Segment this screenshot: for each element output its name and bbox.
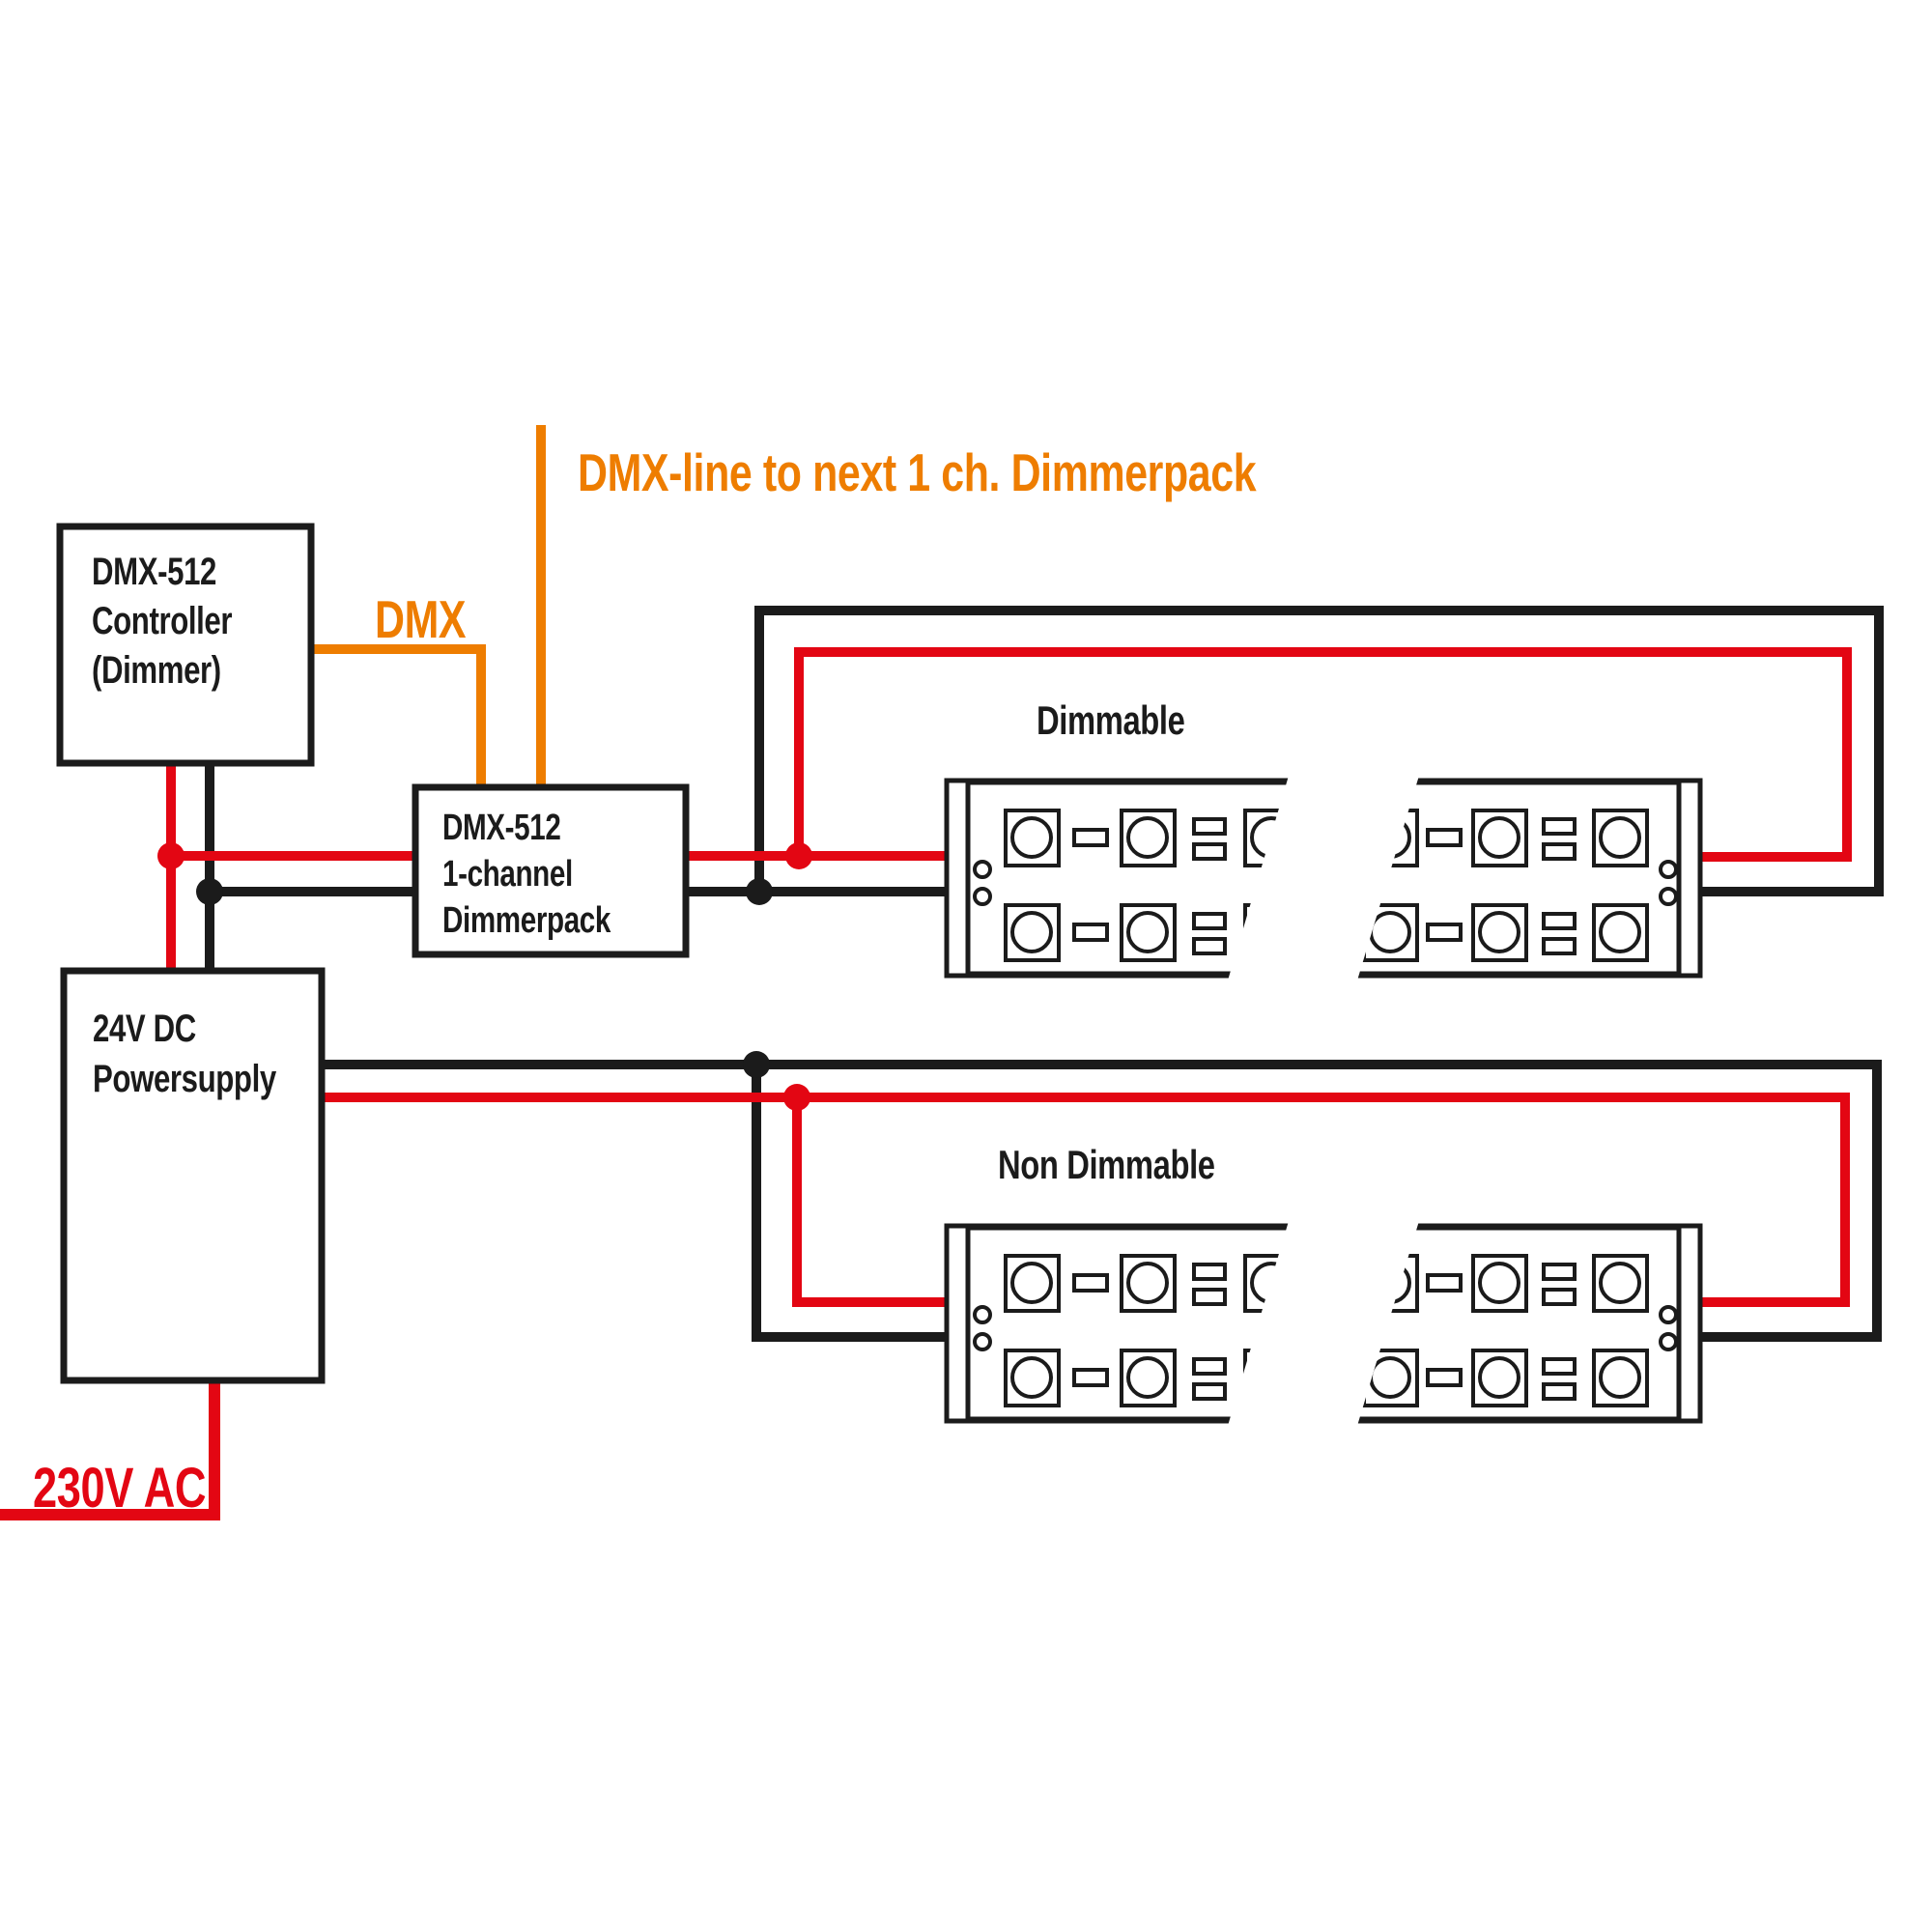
dmx-line-next-label: DMX-line to next 1 ch. Dimmerpack [578,443,1257,502]
powersupply-label-line1: 24V DC [93,1007,196,1050]
junction-dot-negative [746,878,773,905]
dimmerpack-label-line2: 1-channel [442,854,573,895]
wire-dmx-controller-to-dimmerpack [311,644,486,792]
dimmable-label: Dimmable [1037,697,1184,743]
dimmerpack-label-line1: DMX-512 [442,808,560,848]
junction-dot-negative [196,878,223,905]
junction-dot-positive [783,1084,810,1111]
dimmerpack-box [412,783,690,958]
controller-box [56,523,315,767]
junction-dot-negative [743,1051,770,1078]
junction-dot-positive [785,842,812,869]
mains-voltage-label: 230V AC [33,1458,206,1520]
wire-negative-nondimmable-feed [752,1065,956,1342]
wire-positive-nondimmable-loop [322,1093,1850,1307]
led-strip-dimmable [945,781,1702,976]
dimmerpack-label-line3: Dimmerpack [442,900,611,941]
wire-mains-230v [0,1380,220,1520]
wire-positive-dimmable-loop [794,647,1852,862]
non-dimmable-label: Non Dimmable [998,1142,1215,1187]
wire-negative-nondimmable-loop [322,1060,1882,1342]
led-strip-non-dimmable [945,1226,1702,1421]
controller-label-line3: (Dimmer) [92,648,221,692]
powersupply-box [60,967,326,1384]
dmx-label: DMX [375,590,467,649]
wire-positive-nondimmable-feed [792,1097,956,1307]
wire-negative-dimmable-loop [754,606,1884,896]
junction-dot-positive [157,842,185,869]
controller-label-line1: DMX-512 [92,550,216,593]
controller-label-line2: Controller [92,599,233,642]
powersupply-label-line2: Powersupply [93,1057,276,1100]
